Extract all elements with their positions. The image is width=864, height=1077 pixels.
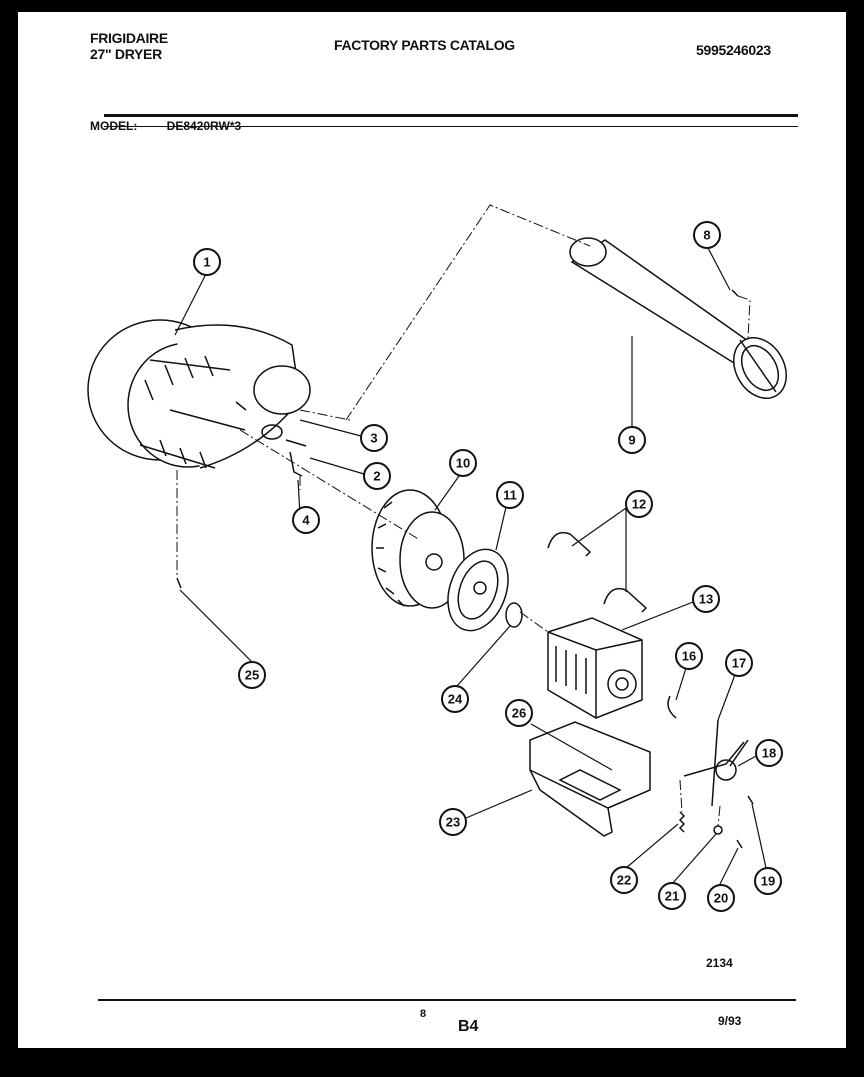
callout-22: 22 (610, 866, 638, 894)
callout-10: 10 (449, 449, 477, 477)
drum-shape (569, 237, 787, 399)
svg-text:4: 4 (302, 513, 310, 528)
section-code: B4 (458, 1018, 479, 1035)
svg-text:12: 12 (632, 497, 646, 512)
model-label: MODEL: (90, 119, 138, 133)
svg-text:23: 23 (446, 815, 460, 830)
seal-shape (505, 602, 523, 628)
callout-18: 18 (755, 739, 783, 767)
figure-number: 2134 (706, 956, 733, 970)
svg-text:20: 20 (714, 891, 728, 906)
motor-clip-lower-shape (603, 587, 648, 613)
bracket-hook-shape (667, 695, 677, 719)
callout-19: 19 (754, 867, 782, 895)
page-number: 8 (420, 1008, 427, 1020)
housing-screw-shape (176, 577, 182, 589)
svg-text:10: 10 (456, 456, 470, 471)
callout-2: 2 (363, 462, 391, 490)
callout-13: 13 (692, 585, 720, 613)
catalog-title: FACTORY PARTS CATALOG (334, 37, 515, 53)
footer-rule (98, 999, 796, 1001)
svg-text:3: 3 (370, 431, 377, 446)
header-rule (104, 114, 798, 117)
svg-text:9: 9 (628, 433, 635, 448)
pulley-disc-shape (447, 548, 509, 632)
screw-shape (736, 839, 743, 849)
callout-8: 8 (693, 221, 721, 249)
brand-name: FRIGIDAIRE (90, 30, 168, 46)
svg-text:21: 21 (665, 889, 679, 904)
blower-housing-shape (87, 319, 311, 469)
callout-20: 20 (707, 884, 735, 912)
revision-date: 9/93 (718, 1014, 742, 1028)
bolt-shape (747, 795, 754, 805)
callout-16: 16 (675, 642, 703, 670)
motor-shape (547, 617, 643, 719)
svg-text:18: 18 (762, 746, 776, 761)
callout-4: 4 (292, 506, 320, 534)
idler-assembly-shape (683, 719, 749, 807)
washer-shape (713, 825, 723, 835)
idler-spring-shape (678, 811, 686, 833)
svg-text:16: 16 (682, 649, 696, 664)
callout-24: 24 (441, 685, 469, 713)
motor-clip-upper-shape (547, 531, 592, 557)
product-name: 27" DRYER (90, 46, 162, 62)
callout-25: 25 (238, 661, 266, 689)
callout-1: 1 (193, 248, 221, 276)
callout-21: 21 (658, 882, 686, 910)
coupling-parts-shape (235, 401, 307, 477)
callout-9: 9 (618, 426, 646, 454)
catalog-part-number: 5995246023 (696, 42, 771, 58)
motor-mount-shape (529, 721, 651, 837)
model-row: MODEL: DE8420RW*3 (90, 119, 241, 133)
callout-17: 17 (725, 649, 753, 677)
callout-11: 11 (496, 481, 524, 509)
svg-text:8: 8 (703, 228, 710, 243)
callout-26: 26 (505, 699, 533, 727)
svg-text:22: 22 (617, 873, 631, 888)
blower-wheel-shape (371, 489, 465, 609)
header-rule-thin (104, 126, 798, 127)
svg-text:2: 2 (373, 469, 380, 484)
svg-text:25: 25 (245, 668, 259, 683)
svg-text:1: 1 (203, 255, 210, 270)
svg-text:13: 13 (699, 592, 713, 607)
svg-text:19: 19 (761, 874, 775, 889)
svg-text:24: 24 (448, 692, 463, 707)
svg-text:26: 26 (512, 706, 526, 721)
svg-text:11: 11 (503, 488, 517, 503)
callout-12: 12 (625, 490, 653, 518)
model-number: DE8420RW*3 (166, 119, 242, 133)
brand-block: FRIGIDAIRE 27" DRYER (90, 30, 168, 62)
svg-text:17: 17 (732, 656, 746, 671)
drum-screw-shape (731, 289, 739, 297)
callout-3: 3 (360, 424, 388, 452)
callout-23: 23 (439, 808, 467, 836)
